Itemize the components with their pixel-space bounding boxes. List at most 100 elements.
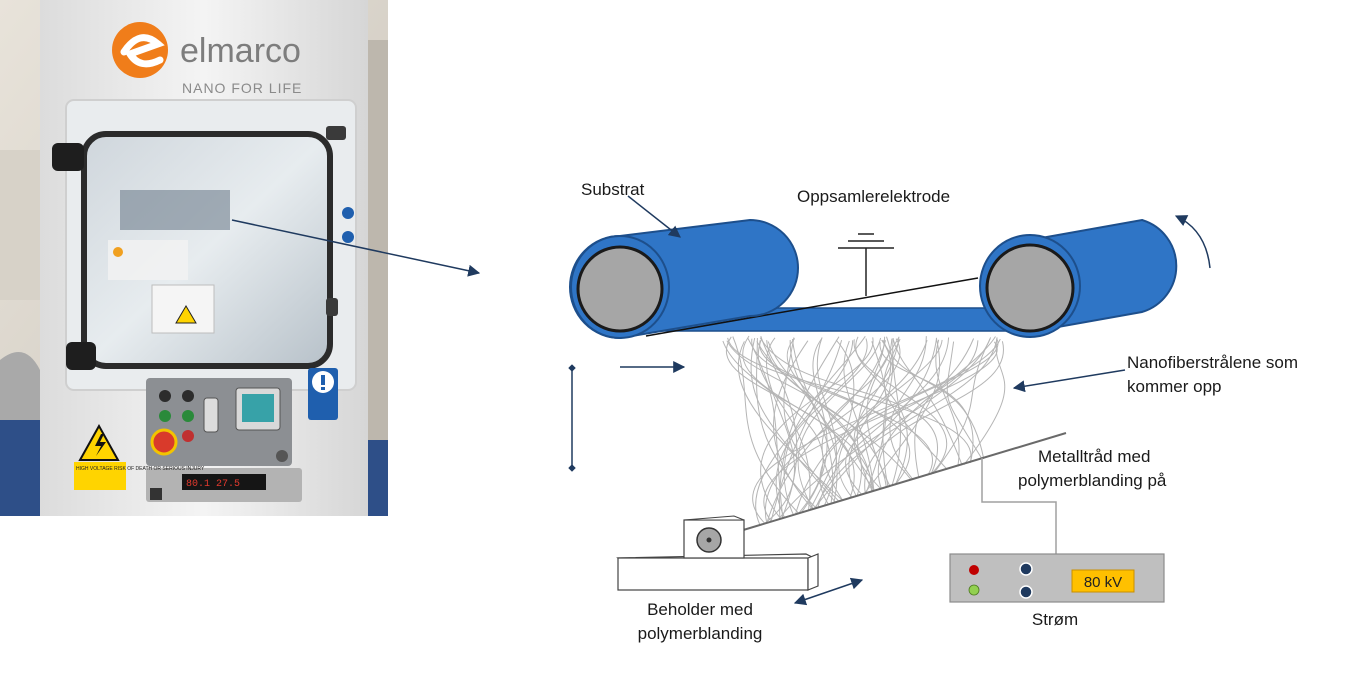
power-knob-bottom	[1019, 585, 1033, 599]
metal-wire-label-line2: polymerblanding på	[1018, 471, 1167, 490]
nanofiber-strand	[879, 341, 974, 463]
door-hinge-top	[326, 126, 346, 140]
nanofiber-strand	[750, 337, 837, 503]
interior-bath	[151, 284, 215, 334]
nanofiber-strand	[800, 338, 828, 514]
nanofiber-strand	[751, 338, 933, 476]
nanofiber-strand	[773, 340, 814, 510]
door-info-sticker-2	[342, 231, 354, 243]
emergency-stop-button	[150, 428, 178, 456]
power-supply: 80 kV	[949, 553, 1165, 603]
metal-wire-label-line1: Metalltråd med	[1038, 447, 1150, 466]
metal-wire	[709, 432, 1067, 541]
nanofiber-strand	[795, 340, 928, 515]
polymer-container	[616, 515, 819, 591]
container-motion-arrow	[793, 577, 864, 606]
key-switch	[203, 397, 219, 433]
nanofiber-strand	[755, 340, 854, 526]
nanofiber-strand	[883, 338, 948, 470]
door-hinge-bottom	[326, 298, 338, 316]
warning-text-plate	[74, 462, 126, 490]
red-indicator-led	[969, 565, 979, 575]
power-cable	[981, 458, 1057, 554]
machine-photo: elmarco NANO FOR LIFE 80.1 27.5 HIGH VOL…	[0, 0, 388, 516]
nanofiber-strand	[866, 336, 900, 487]
nanofiber-strand	[738, 341, 844, 501]
nanofiber-strand	[756, 337, 817, 509]
readout-switch	[150, 488, 162, 500]
nanofiber-strand	[914, 338, 975, 479]
nanofiber-strand	[759, 337, 939, 475]
door-latch-bottom	[66, 342, 96, 370]
nanofiber-strand	[809, 339, 855, 511]
right-roller-core	[985, 243, 1075, 333]
power-label: Strøm	[1032, 610, 1078, 629]
nanofiber-strand	[963, 338, 1006, 466]
nanofiber-strand	[766, 340, 886, 524]
nanofiber-strand	[752, 338, 1001, 524]
container-label-line2: polymerblanding	[638, 624, 763, 643]
ground-symbol	[838, 233, 894, 296]
nanofiber-strand	[932, 338, 991, 474]
nanofiber-strand	[727, 337, 972, 464]
panel-button-red	[182, 430, 194, 442]
nanofiber-strand	[843, 340, 875, 492]
nanofiber-strand	[821, 338, 893, 501]
nanofiber-label-line1: Nanofiberstrålene som	[1127, 353, 1298, 372]
duct-pipe	[0, 352, 40, 420]
nanofiber-label-line2: kommer opp	[1127, 377, 1221, 396]
lab-shelf	[0, 150, 40, 300]
nanofiber-strand	[775, 338, 868, 518]
nanofiber-strand	[732, 336, 800, 514]
lightning-bolt-icon	[95, 434, 106, 456]
nanofiber-strand	[783, 336, 866, 516]
green-indicator-led	[968, 584, 980, 596]
nanofiber-jets	[722, 335, 1006, 526]
nanofiber-strand	[783, 337, 840, 502]
readout-knob	[276, 450, 288, 462]
nanofiber-strand	[863, 337, 941, 495]
nanofiber-strand	[892, 338, 963, 466]
nanofiber-strand	[935, 339, 960, 467]
nanofiber-strand	[767, 341, 838, 504]
container-label-line1: Beholder med	[647, 600, 753, 619]
logo-brand-text: elmarco	[180, 32, 301, 70]
interior-drum	[108, 240, 188, 280]
interior-warning-icon	[175, 305, 197, 324]
nanofiber-pointer-arrow	[1012, 369, 1126, 393]
substrate-pointer-arrow	[627, 195, 681, 238]
nanofiber-strand	[946, 341, 983, 460]
nanofiber-strand	[889, 336, 927, 481]
nanofiber-strand	[763, 341, 998, 522]
nanofiber-strand	[791, 339, 834, 505]
readout-digits: 80.1 27.5	[186, 479, 240, 490]
nanofiber-strand	[877, 336, 996, 490]
elmarco-logo: elmarco NANO FOR LIFE	[112, 22, 301, 96]
left-roller-core	[576, 245, 664, 333]
nanofiber-strand	[864, 341, 1004, 494]
door-latch-top	[52, 143, 84, 171]
warning-text: HIGH VOLTAGE RISK OF DEATH OR SERIOUS IN…	[76, 466, 205, 472]
right-roller	[979, 218, 1178, 338]
photo-to-diagram-arrow	[231, 219, 481, 277]
nanofiber-strand	[865, 341, 887, 494]
readout-display	[182, 474, 266, 490]
nanofiber-strand	[742, 335, 874, 492]
nanofiber-strand	[722, 340, 824, 514]
interior-roller-unit	[120, 190, 230, 230]
left-roller	[569, 218, 799, 340]
nanofiber-strand	[853, 339, 948, 475]
nanofiber-strand	[760, 337, 874, 520]
nanofiber-strand	[814, 337, 998, 509]
power-knob-top	[1019, 562, 1033, 576]
nanofiber-strand	[891, 338, 901, 487]
voltage-readout: 80 kV	[1084, 574, 1122, 591]
panel-button-green	[159, 410, 171, 422]
nanofiber-strand	[786, 338, 873, 493]
panel-button-1	[159, 390, 171, 402]
collector-electrode-label: Oppsamlerelektrode	[797, 187, 950, 206]
voltage-display	[1071, 569, 1135, 593]
nanofiber-strand	[845, 340, 979, 496]
interior-orange-part	[113, 247, 123, 257]
